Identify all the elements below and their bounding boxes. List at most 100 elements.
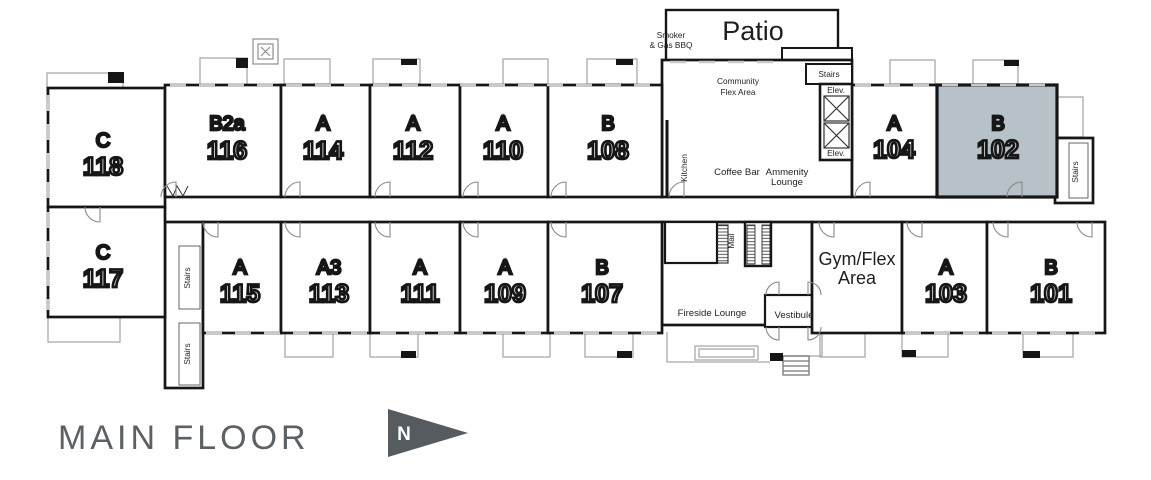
unit-type: A — [406, 113, 420, 135]
door-arc — [992, 221, 1009, 238]
unit-113: A3 113 — [279, 220, 372, 335]
double-door-zigzag — [166, 184, 189, 198]
door-marker — [902, 350, 916, 357]
balcony — [283, 58, 331, 85]
door-arc — [550, 221, 567, 238]
unit-type: A — [316, 113, 330, 135]
unit-type: A — [496, 113, 510, 135]
unit-110: A 110 — [458, 83, 550, 199]
unit-114: A 114 — [279, 83, 372, 199]
door-marker — [1004, 60, 1019, 66]
door-arc — [202, 221, 219, 238]
north-indicator: N — [388, 409, 468, 457]
door-arc — [374, 221, 391, 238]
unit-107: B 107 — [546, 220, 664, 335]
unit-number: 101 — [1030, 280, 1072, 308]
patio-label: Patio — [722, 16, 784, 46]
door-arc — [84, 206, 101, 223]
door-marker — [108, 72, 124, 83]
door-arc — [807, 281, 822, 296]
door-arc — [906, 221, 923, 238]
stairs-label-core: Stairs — [818, 69, 839, 79]
lobby-stairs-hatch — [746, 224, 756, 265]
stair-flight-box — [1068, 142, 1089, 199]
unit-103: A 103 — [900, 220, 989, 335]
unit-number: 116 — [207, 137, 247, 165]
door-arc — [284, 181, 301, 198]
unit-117: C 117 — [46, 205, 167, 319]
balcony — [284, 332, 334, 358]
community-flex-label-line2: Flex Area — [720, 87, 755, 97]
unit-109-room[interactable] — [458, 220, 550, 335]
amenity-lounge-label-line1: Ammenity — [766, 167, 809, 178]
unit-108-room[interactable] — [546, 83, 664, 199]
balcony — [819, 332, 866, 358]
unit-type: A — [498, 257, 512, 279]
unit-111: A 111 — [368, 220, 462, 335]
balcony — [502, 332, 551, 358]
unit-114-room[interactable] — [279, 83, 372, 199]
door-arc — [765, 326, 780, 341]
unit-number: 111 — [401, 280, 440, 308]
elevator-label-top: Elev. — [827, 85, 845, 95]
unit-116: B2a 116 — [163, 83, 283, 199]
unit-101-room[interactable] — [985, 220, 1107, 335]
vestibule-label: Vestibule — [775, 310, 814, 321]
patio-outline — [664, 8, 840, 64]
elevator-car-icon — [823, 95, 850, 149]
stair-flight-box — [178, 245, 201, 310]
door-arc — [160, 181, 177, 198]
kitchen-label: Kitchen — [679, 154, 689, 182]
door-arc — [854, 181, 871, 198]
windows — [46, 60, 1103, 335]
door-arc — [765, 281, 780, 296]
fireside-lounge-label: Fireside Lounge — [678, 308, 747, 319]
unit-type: B — [991, 113, 1004, 135]
door-marker — [770, 353, 783, 361]
planter — [694, 345, 759, 361]
unit-115-room[interactable] — [201, 220, 283, 335]
unit-type: B — [1044, 257, 1057, 279]
unit-number: 109 — [484, 280, 526, 308]
area-labels: Patio Smoker & Gas BBQ Community Flex Ar… — [182, 16, 1080, 365]
door-arc — [550, 181, 567, 198]
door-marker — [401, 351, 416, 358]
unit-number: 114 — [303, 137, 343, 165]
unit-type: A — [413, 257, 427, 279]
door-arc — [1076, 221, 1093, 238]
stair-flight-box — [178, 322, 201, 386]
mail-label: Mail — [726, 233, 736, 248]
door-arc — [1006, 181, 1023, 198]
planter-inner — [698, 348, 755, 358]
unit-type: A3 — [317, 257, 341, 279]
unit-number: 102 — [977, 136, 1019, 164]
unit-116-room[interactable] — [163, 83, 283, 199]
door-arc — [668, 181, 685, 198]
mail-room — [663, 220, 719, 265]
unit-type: A — [887, 113, 901, 135]
unit-number: 113 — [309, 280, 349, 308]
unit-118: C 118 — [46, 86, 167, 209]
lobby-stairs-hatch — [761, 224, 771, 265]
unit-107-room[interactable] — [546, 220, 664, 335]
skylight-icon — [252, 38, 279, 65]
unit-type: A — [939, 257, 953, 279]
door-marker — [617, 351, 632, 358]
community-flex-label-line1: Community — [717, 76, 760, 86]
unit-117-room[interactable] — [46, 205, 167, 319]
unit-108: B 108 — [546, 83, 664, 199]
unit-type: C — [96, 242, 110, 264]
unit-102-room-highlighted[interactable] — [935, 83, 1059, 199]
balcony — [1056, 96, 1084, 138]
balcony — [47, 316, 121, 343]
gym-room[interactable] — [810, 220, 904, 335]
unit-109: A 109 — [458, 220, 550, 335]
door-marker — [1023, 351, 1040, 358]
balcony — [502, 58, 549, 85]
unit-118-room[interactable] — [46, 86, 167, 209]
coffee-bar-label: Coffee Bar — [714, 167, 760, 178]
door-arc — [818, 221, 835, 238]
door-arc — [807, 326, 822, 341]
unit-type: B2a — [209, 113, 245, 135]
